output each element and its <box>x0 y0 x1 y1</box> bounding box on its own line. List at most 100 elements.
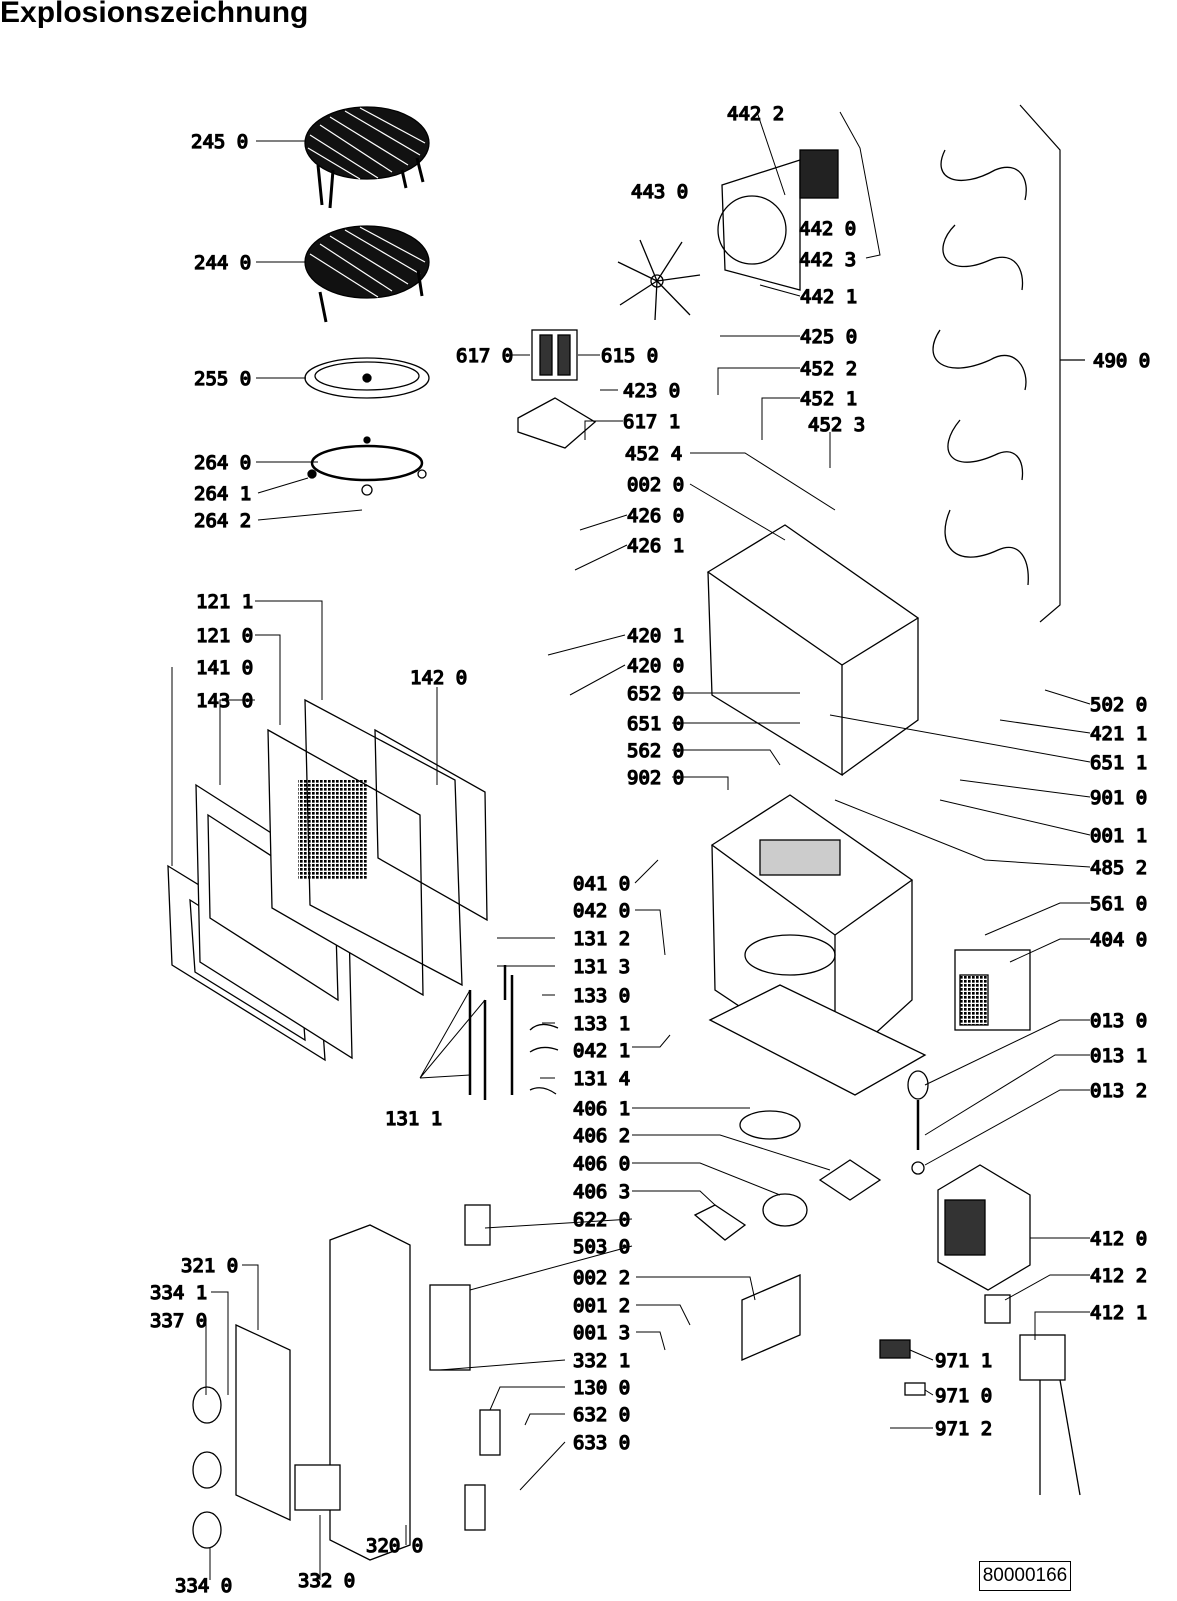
part-label: 406 1 <box>573 1098 630 1120</box>
part-label: 133 1 <box>573 1013 630 1035</box>
part-label: 622 0 <box>573 1209 630 1231</box>
part-label: 502 0 <box>1090 694 1147 716</box>
control-panel <box>192 1224 801 1561</box>
part-label: 442 2 <box>727 103 784 125</box>
part-label: 264 2 <box>194 510 251 532</box>
part-label: 337 0 <box>150 1310 207 1332</box>
door-assembly <box>167 698 488 1062</box>
part-label: 901 0 <box>1090 787 1147 809</box>
part-label: 632 0 <box>573 1404 630 1426</box>
part-label: 131 3 <box>573 956 630 978</box>
part-label: 142 0 <box>410 667 467 689</box>
part-label: 001 2 <box>573 1295 630 1317</box>
part-label: 420 1 <box>627 625 684 647</box>
turntable-motor <box>693 1193 808 1241</box>
rack-low <box>304 225 430 323</box>
door-hooks <box>468 965 559 1100</box>
part-label: 013 2 <box>1090 1080 1147 1102</box>
part-label: 452 3 <box>808 414 865 436</box>
part-label: 321 0 <box>181 1255 238 1277</box>
part-label: 002 2 <box>573 1267 630 1289</box>
rotating-ring <box>307 436 427 496</box>
part-label: 141 0 <box>196 657 253 679</box>
part-label: 002 0 <box>627 474 684 496</box>
document-number-box: 80000166 <box>979 1561 1071 1591</box>
part-label: 652 0 <box>627 683 684 705</box>
mounting-plate-and-feet <box>739 1070 929 1201</box>
part-label: 332 0 <box>298 1570 355 1592</box>
part-label: 633 0 <box>573 1432 630 1454</box>
part-label: 255 0 <box>194 368 251 390</box>
part-label: 615 0 <box>601 345 658 367</box>
part-label: 443 0 <box>631 181 688 203</box>
part-label: 452 4 <box>625 443 682 465</box>
turntable-plate <box>304 357 430 399</box>
part-label: 426 1 <box>627 535 684 557</box>
part-label: 001 3 <box>573 1322 630 1344</box>
part-label: 452 1 <box>800 388 857 410</box>
part-label: 902 0 <box>627 767 684 789</box>
part-label: 503 0 <box>573 1236 630 1258</box>
part-label: 133 0 <box>573 985 630 1007</box>
part-label: 420 0 <box>627 655 684 677</box>
part-label: 423 0 <box>623 380 680 402</box>
part-label: 562 0 <box>627 740 684 762</box>
part-label: 334 0 <box>175 1575 232 1597</box>
part-label: 042 0 <box>573 900 630 922</box>
part-label: 485 2 <box>1090 857 1147 879</box>
part-label: 971 2 <box>935 1418 992 1440</box>
part-label: 425 0 <box>800 326 857 348</box>
part-label: 001 1 <box>1090 825 1147 847</box>
part-label: 452 2 <box>800 358 857 380</box>
part-label: 131 4 <box>573 1068 630 1090</box>
part-label: 442 3 <box>799 249 856 271</box>
capacitor-group <box>517 329 597 449</box>
part-label: 406 3 <box>573 1181 630 1203</box>
part-label: 971 1 <box>935 1350 992 1372</box>
part-label: 042 1 <box>573 1040 630 1062</box>
part-label: 412 1 <box>1090 1302 1147 1324</box>
fan-blade <box>617 239 701 321</box>
switches-and-fuses <box>464 1204 1081 1531</box>
part-label: 334 1 <box>150 1282 207 1304</box>
part-label: 320 0 <box>366 1535 423 1557</box>
part-label: 412 0 <box>1090 1228 1147 1250</box>
rack-high <box>304 106 430 209</box>
part-label: 121 1 <box>196 591 253 613</box>
oven-cavity <box>708 794 927 1096</box>
part-label: 412 2 <box>1090 1265 1147 1287</box>
part-label: 404 0 <box>1090 929 1147 951</box>
part-label: 264 0 <box>194 452 251 474</box>
part-label: 442 1 <box>800 286 857 308</box>
part-label: 013 0 <box>1090 1010 1147 1032</box>
power-cord-set <box>932 104 1085 623</box>
magnetron <box>954 949 1031 1031</box>
part-label: 971 0 <box>935 1385 992 1407</box>
part-label: 617 1 <box>623 411 680 433</box>
part-label: 442 0 <box>799 218 856 240</box>
part-label: 332 1 <box>573 1350 630 1372</box>
part-label: 131 2 <box>573 928 630 950</box>
part-label: 143 0 <box>196 690 253 712</box>
part-label: 406 0 <box>573 1153 630 1175</box>
part-label: 041 0 <box>573 873 630 895</box>
part-label: 561 0 <box>1090 893 1147 915</box>
part-label: 651 1 <box>1090 752 1147 774</box>
part-label: 131 1 <box>385 1108 442 1130</box>
part-label: 130 0 <box>573 1377 630 1399</box>
part-label: 244 0 <box>194 252 251 274</box>
part-label: 421 1 <box>1090 723 1147 745</box>
part-label: 264 1 <box>194 483 251 505</box>
part-label: 426 0 <box>627 505 684 527</box>
fan-bracket <box>717 149 839 291</box>
hv-transformer <box>937 1164 1031 1291</box>
part-label: 406 2 <box>573 1125 630 1147</box>
part-labels: 245 0 244 0 255 0 264 0 264 1 264 2 121 … <box>149 102 1151 1597</box>
leader-lines <box>171 111 1091 1580</box>
part-label: 245 0 <box>191 131 248 153</box>
outer-casing <box>706 524 920 777</box>
part-label: 013 1 <box>1090 1045 1147 1067</box>
part-label: 651 0 <box>627 713 684 735</box>
part-label: 617 0 <box>456 345 513 367</box>
